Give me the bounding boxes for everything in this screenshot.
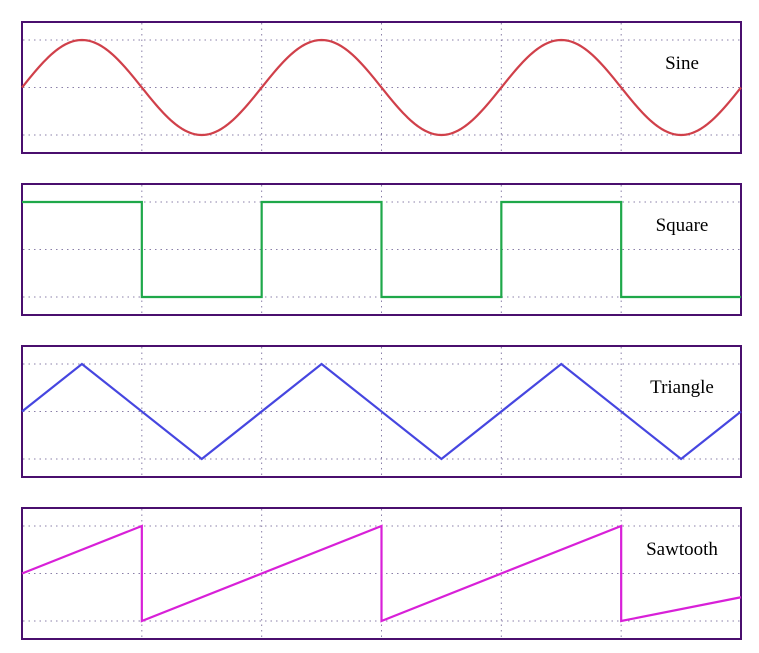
triangle-label: Triangle: [650, 377, 714, 398]
square-panel: Square: [21, 183, 742, 316]
sawtooth-panel: Sawtooth: [21, 507, 742, 640]
sine-panel: Sine: [21, 21, 742, 154]
triangle-panel: Triangle: [21, 345, 742, 478]
sawtooth-wave-line: [21, 524, 742, 623]
sine-wave-line: [21, 38, 742, 137]
square-label: Square: [656, 215, 709, 236]
sawtooth-label: Sawtooth: [646, 539, 718, 560]
square-wave-line: [22, 200, 741, 299]
triangle-wave-line: [21, 362, 742, 461]
square-panel-frame: [21, 183, 742, 316]
sine-label: Sine: [665, 53, 699, 74]
